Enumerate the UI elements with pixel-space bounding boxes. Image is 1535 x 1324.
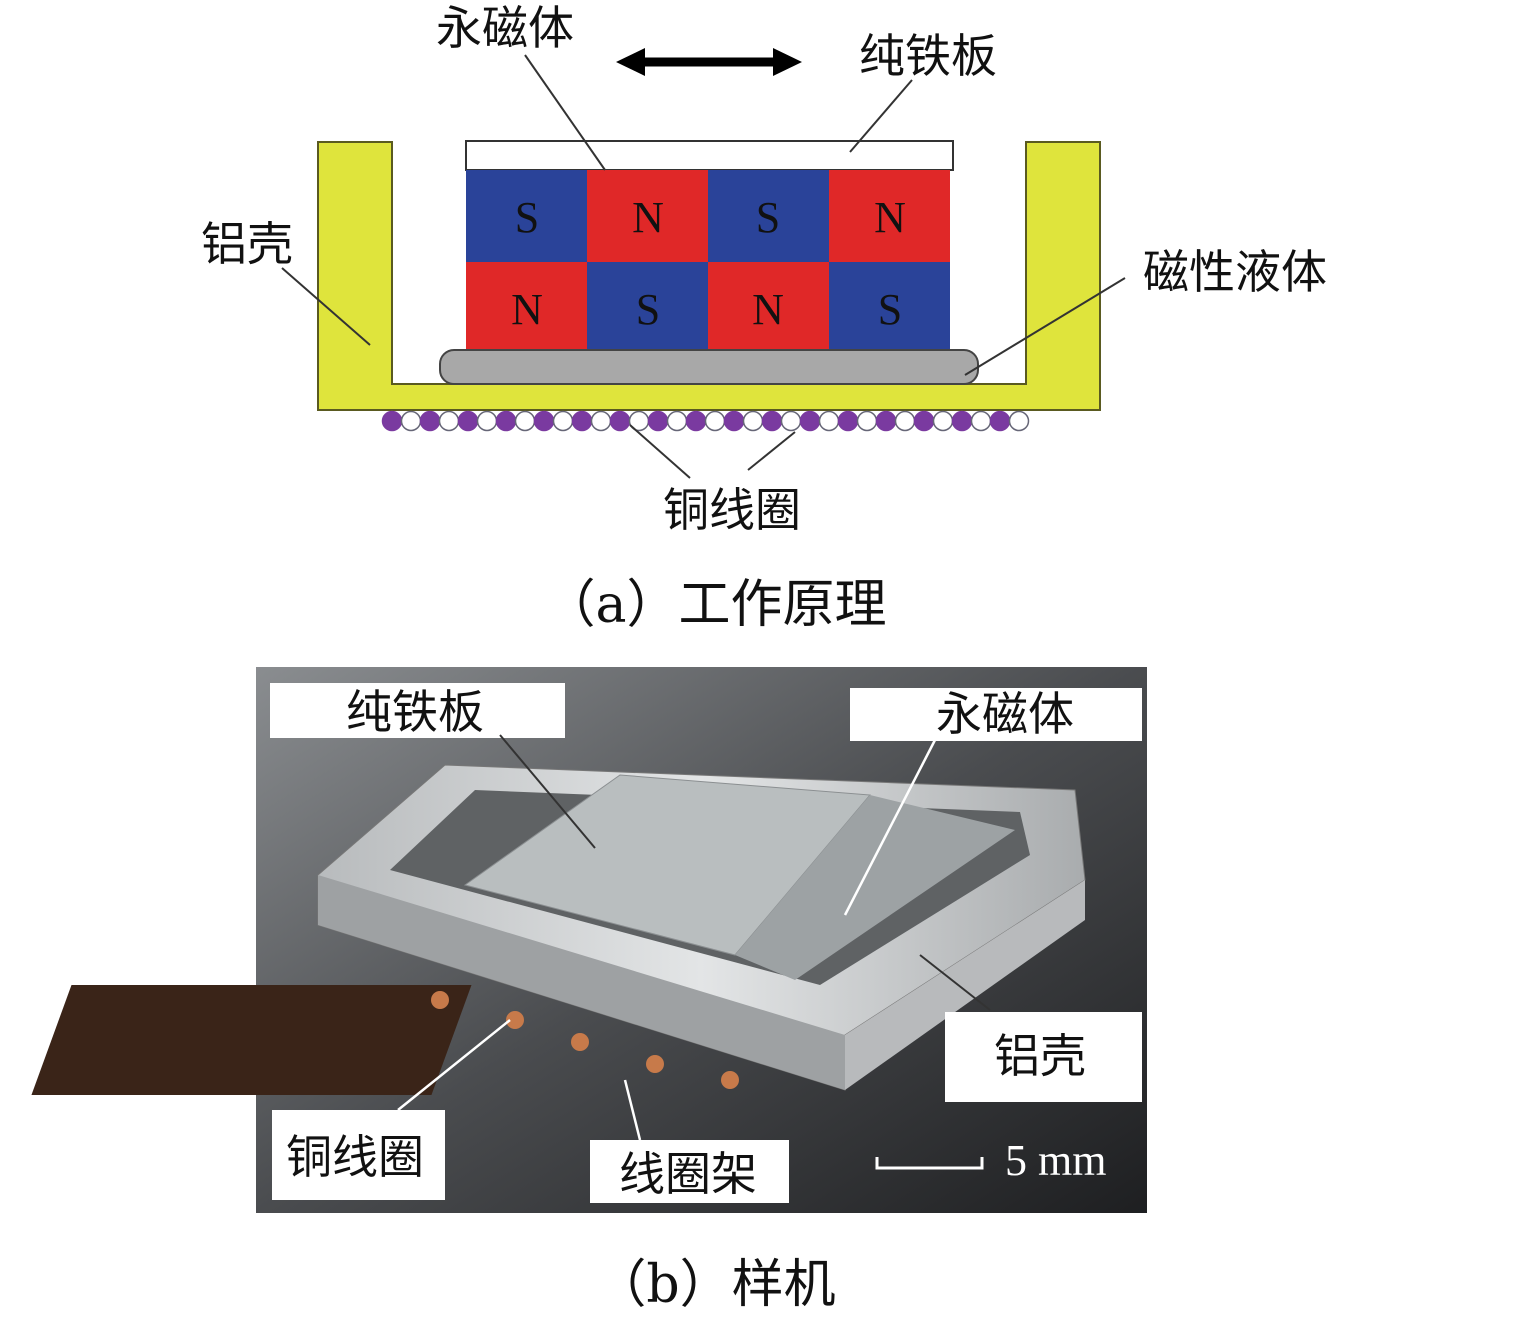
coil-turn xyxy=(875,410,897,432)
pole-label: N xyxy=(752,285,784,334)
magnet-block xyxy=(708,262,829,352)
coil-turn xyxy=(476,410,498,432)
coil-turn xyxy=(533,410,555,432)
magnet-block xyxy=(466,262,587,352)
photo-label-magnet: 永磁体 xyxy=(936,687,1074,741)
coil-turn xyxy=(932,410,954,432)
pole-label: S xyxy=(878,285,902,334)
leader-line xyxy=(849,79,913,153)
coil-turn xyxy=(647,410,669,432)
coil-turn xyxy=(837,410,859,432)
photo-label-shell: 铝壳 xyxy=(994,1029,1086,1083)
magnet-block xyxy=(466,170,587,262)
label-box xyxy=(590,1140,789,1203)
caption-a: （a）工作原理 xyxy=(543,575,886,635)
pole-label: N xyxy=(632,193,664,242)
copper-coil xyxy=(381,410,1030,432)
coil-turn xyxy=(685,410,707,432)
coil-turn xyxy=(970,410,992,432)
leader-line xyxy=(499,734,596,849)
coil-turn xyxy=(514,410,536,432)
coil-turn xyxy=(761,410,783,432)
label-iron-plate: 纯铁板 xyxy=(859,29,997,83)
coil-turn xyxy=(894,410,916,432)
label-magnet: 永磁体 xyxy=(436,1,574,55)
pole-label: S xyxy=(515,193,539,242)
label-box xyxy=(270,683,565,738)
aluminum-shell xyxy=(317,141,1101,411)
coil-turn xyxy=(856,410,878,432)
coil-turn xyxy=(381,410,403,432)
coil-turn xyxy=(400,410,422,432)
magnet-block xyxy=(829,170,950,262)
prototype-photo: 纯铁板 永磁体 铝壳 铜线圈 线圈架 5 mm （b）样机 xyxy=(31,667,1147,1315)
coil-turn xyxy=(913,410,935,432)
coil-turn xyxy=(457,410,479,432)
coil-turn xyxy=(495,410,517,432)
iron-plate xyxy=(465,140,954,171)
label-ferrofluid: 磁性液体 xyxy=(1143,245,1327,299)
pole-label: S xyxy=(756,193,780,242)
coil-turn xyxy=(780,410,802,432)
label-box xyxy=(945,1012,1142,1102)
photo-label-iron-plate: 纯铁板 xyxy=(346,685,484,739)
pole-label: S xyxy=(636,285,660,334)
leader-line xyxy=(919,954,991,1011)
label-box xyxy=(272,1110,445,1200)
double-arrow-icon xyxy=(616,48,802,76)
photo-coils xyxy=(31,985,739,1095)
scale-bar-label: 5 mm xyxy=(1005,1136,1106,1185)
magnet-block xyxy=(587,262,708,352)
leader-line xyxy=(843,739,937,916)
coil-turn xyxy=(989,410,1011,432)
coil-turn xyxy=(704,410,726,432)
coil-turn xyxy=(723,410,745,432)
photo-label-coil: 铜线圈 xyxy=(286,1130,424,1184)
label-box xyxy=(850,688,1142,741)
leader-line xyxy=(964,277,1126,376)
working-principle-diagram: S N S N N S N S 永磁体 纯铁板 铝壳 磁性液体 铜线圈 （a）工… xyxy=(201,1,1327,635)
label-shell: 铝壳 xyxy=(201,217,293,271)
magnet-block xyxy=(708,170,829,262)
pole-label: N xyxy=(511,285,543,334)
leader-line xyxy=(397,1019,511,1111)
coil-turn xyxy=(609,410,631,432)
coil-turn xyxy=(818,410,840,432)
coil-turn xyxy=(1008,410,1030,432)
coil-turn xyxy=(951,410,973,432)
coil-turn xyxy=(571,410,593,432)
coil-turn xyxy=(742,410,764,432)
coil-turn xyxy=(799,410,821,432)
coil-turn xyxy=(438,410,460,432)
magnet-block xyxy=(829,262,950,352)
label-coil: 铜线圈 xyxy=(663,483,801,537)
leader-line xyxy=(747,431,796,471)
magnet-array: S N S N N S N S xyxy=(466,170,950,352)
leader-line xyxy=(629,424,691,479)
coil-turn xyxy=(590,410,612,432)
photo-label-bobbin: 线圈架 xyxy=(619,1147,757,1201)
caption-b: （b）样机 xyxy=(594,1255,835,1315)
leader-line xyxy=(524,54,606,171)
coil-turn xyxy=(666,410,688,432)
scale-bar xyxy=(875,1157,984,1170)
leader-line xyxy=(623,1079,642,1141)
leader-line xyxy=(281,267,371,346)
magnet-block xyxy=(587,170,708,262)
coil-turn xyxy=(419,410,441,432)
coil-turn xyxy=(552,410,574,432)
ferrofluid-layer xyxy=(439,349,979,385)
pole-label: N xyxy=(874,193,906,242)
